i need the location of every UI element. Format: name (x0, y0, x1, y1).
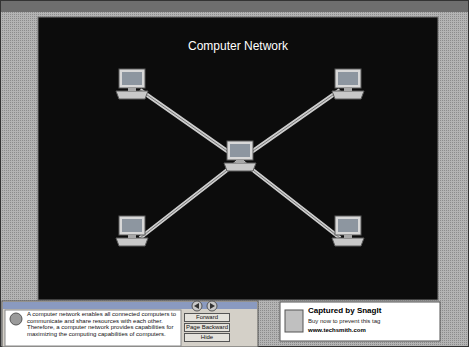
computer-icon (116, 216, 148, 246)
computer-icon (116, 69, 148, 99)
snagit-badge (280, 302, 440, 341)
panel-title-bar (3, 302, 257, 309)
back-arrow-button (192, 301, 202, 311)
page-back-button: Page Backward (184, 323, 230, 332)
narrator-panel (2, 301, 258, 347)
computer-icon (332, 216, 364, 246)
network-cables (140, 90, 340, 238)
watermark-title: Captured by SnagIt (308, 306, 436, 316)
title-bar (1, 1, 468, 12)
watermark-url: www.techsmith.com (308, 327, 436, 334)
forward-arrow-button (207, 301, 217, 311)
narration-text: A computer network enables all connected… (27, 311, 180, 338)
slide-title: Computer Network (38, 39, 438, 53)
speaker-icon (10, 313, 22, 325)
slide (38, 17, 438, 300)
watermark-note: Buy now to prevent this tag (308, 318, 436, 325)
hide-button: Hide (184, 333, 230, 342)
snagit-logo (285, 310, 303, 332)
computer-icon (224, 141, 256, 171)
computer-icon (332, 69, 364, 99)
panel-text-area (5, 310, 181, 346)
forward-button: Forward (184, 313, 230, 322)
